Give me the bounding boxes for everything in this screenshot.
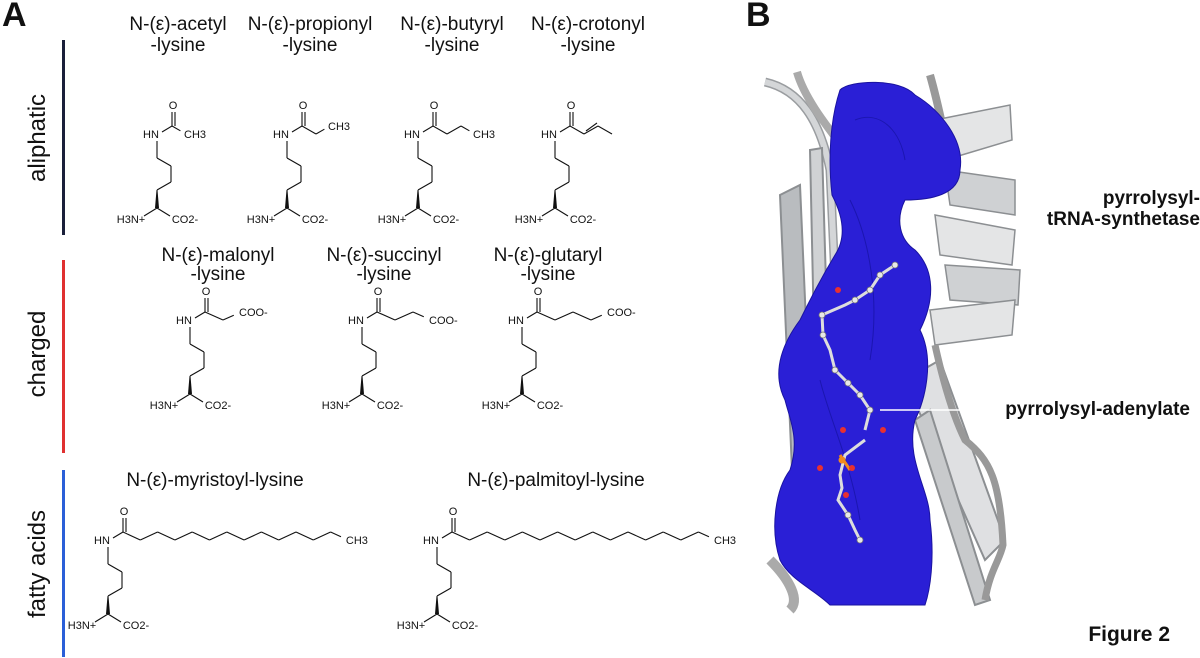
methyl-label: CH3 [328, 121, 350, 133]
methyl-label: CH3 [184, 129, 206, 141]
fatty-acids-bracket [62, 470, 65, 657]
oxygen-label: O [430, 100, 439, 112]
molecule-glutaryl: HN H3N+ CO2- O COO- [482, 286, 636, 412]
amide-label: HN [348, 315, 364, 327]
molecule-propionyl: HN H3N+ CO2- O CH3 [247, 100, 350, 226]
molecule-butyryl: HN H3N+ CO2- O CH3 [378, 100, 495, 226]
amine-label: H3N+ [247, 214, 275, 226]
ligand-binding-surface [774, 81, 962, 606]
molecule-malonyl: HN H3N+ CO2- O COO- [150, 286, 268, 412]
oxygen-label: O [120, 506, 129, 518]
amine-label: H3N+ [397, 620, 425, 632]
molecule-name-acetyl: N-(ε)-acetyl-lysine [129, 14, 227, 56]
oxygen-label: O [374, 286, 383, 298]
amide-label: HN [176, 315, 192, 327]
carboxylate-label: CO2- [123, 620, 150, 632]
ligand-label: pyrrolysyl-adenylate [1005, 399, 1190, 420]
methyl-label: CH3 [346, 535, 368, 547]
carboxylate-label: CO2- [205, 400, 232, 412]
molecule-name-glutaryl: N-(ε)-glutaryl-lysine [493, 245, 603, 285]
molecule-myristoyl: HN H3N+ CO2- O CH3 [68, 506, 368, 632]
carboxylate-label: CO2- [172, 214, 199, 226]
amide-label: HN [404, 129, 420, 141]
methyl-label: CH3 [473, 129, 495, 141]
amine-label: H3N+ [322, 400, 350, 412]
amide-label: HN [423, 535, 439, 547]
molecule-name-crotonyl: N-(ε)-crotonyl-lysine [530, 14, 646, 56]
group-label-fatty-acids: fatty acids [24, 509, 51, 619]
molecule-acetyl: HN H3N+ CO2- O CH3 [117, 100, 206, 226]
carboxylate-label: CO2- [570, 214, 597, 226]
carboxylate-label: CO2- [377, 400, 404, 412]
oxygen-label: O [449, 506, 458, 518]
amine-label: H3N+ [515, 214, 543, 226]
carboxylate-label: CO2- [537, 400, 564, 412]
oxygen-label: O [169, 100, 178, 112]
molecule-name-succinyl: N-(ε)-succinyl-lysine [326, 245, 442, 285]
amine-label: H3N+ [117, 214, 145, 226]
amine-label: H3N+ [68, 620, 96, 632]
amine-label: H3N+ [378, 214, 406, 226]
molecule-palmitoyl: HN H3N+ CO2- O CH3 [397, 506, 736, 632]
oxygen-label: O [567, 100, 576, 112]
group-label-charged: charged [24, 310, 51, 398]
carboxylate-label: CO2- [452, 620, 479, 632]
amine-label: H3N+ [482, 400, 510, 412]
amine-label: H3N+ [150, 400, 178, 412]
oxygen-label: O [299, 100, 308, 112]
molecule-name-palmitoyl: N-(ε)-palmitoyl-lysine [467, 470, 645, 491]
acid-label: COO- [239, 307, 268, 319]
charged-bracket [62, 260, 65, 453]
molecule-name-propionyl: N-(ε)-propionyl-lysine [247, 14, 373, 56]
panel-a-letter: A [2, 0, 27, 34]
amide-label: HN [541, 129, 557, 141]
group-label-aliphatic: aliphatic [24, 93, 51, 183]
oxygen-label: O [202, 286, 211, 298]
molecule-crotonyl: HN H3N+ CO2- O [515, 100, 613, 226]
carboxylate-label: CO2- [302, 214, 329, 226]
carboxylate-label: CO2- [433, 214, 460, 226]
amide-label: HN [94, 535, 110, 547]
molecule-succinyl: HN H3N+ CO2- O COO- [322, 286, 458, 412]
amide-label: HN [508, 315, 524, 327]
aliphatic-bracket [62, 40, 65, 235]
molecule-name-butyryl: N-(ε)-butyryl-lysine [400, 14, 504, 56]
amide-label: HN [273, 129, 289, 141]
protein-label: pyrrolysyl-tRNA-synthetase [1046, 188, 1200, 230]
panel-b-letter: B [746, 0, 771, 34]
oxygen-label: O [534, 286, 543, 298]
acid-label: COO- [607, 307, 636, 319]
molecule-name-malonyl: N-(ε)-malonyl-lysine [161, 245, 275, 285]
amide-label: HN [143, 129, 159, 141]
molecule-name-myristoyl: N-(ε)-myristoyl-lysine [126, 470, 304, 491]
acid-label: COO- [429, 315, 458, 327]
figure-label: Figure 2 [1088, 623, 1170, 646]
methyl-label: CH3 [714, 535, 736, 547]
